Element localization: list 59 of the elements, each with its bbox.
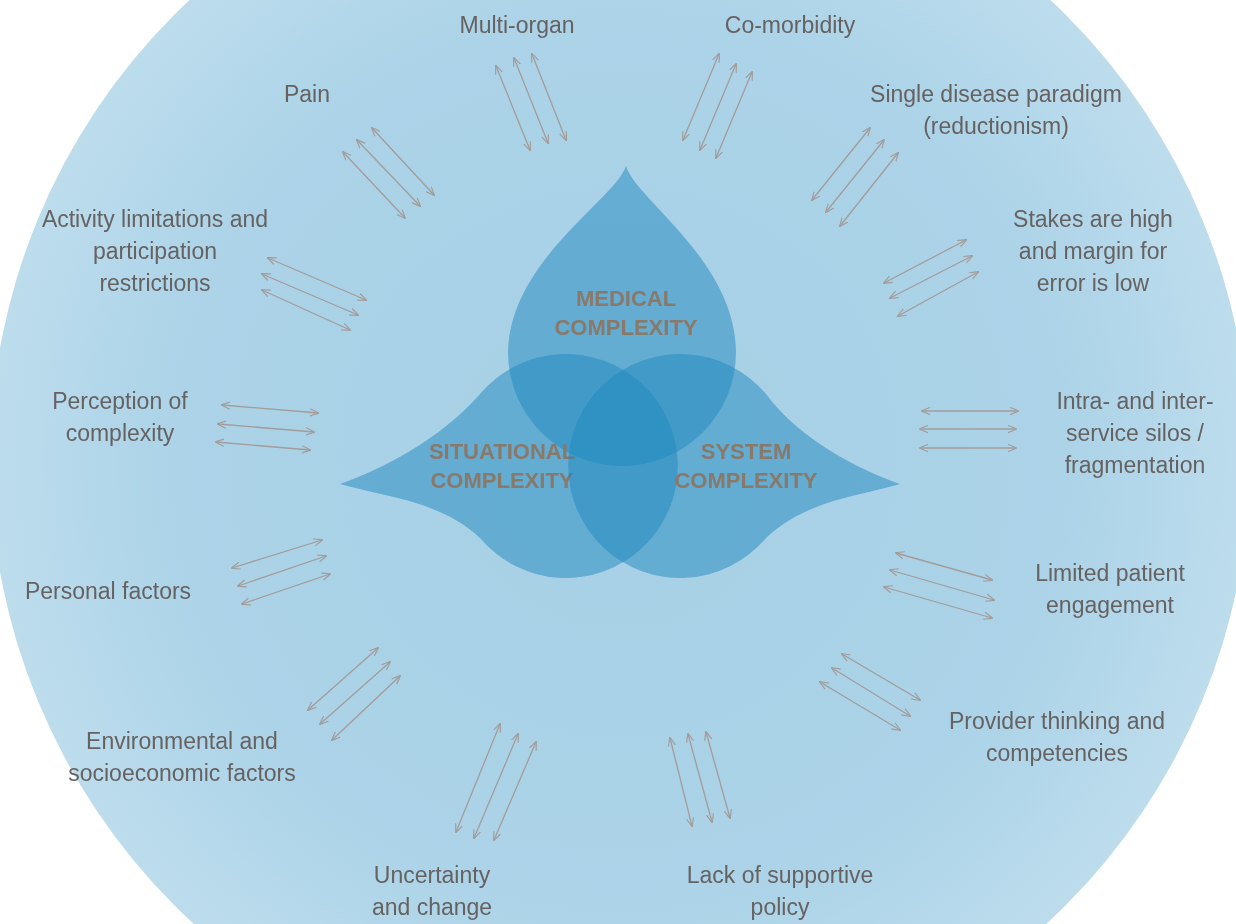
petal-label: SYSTEM COMPLEXITY <box>673 438 819 495</box>
double-headed-arrow <box>330 674 402 742</box>
double-headed-arrow <box>455 722 501 834</box>
double-headed-arrow <box>686 732 714 824</box>
double-headed-arrow <box>830 666 912 718</box>
double-headed-arrow <box>240 572 332 606</box>
double-headed-arrow <box>824 138 886 214</box>
double-headed-arrow <box>236 554 328 588</box>
double-headed-arrow <box>810 126 872 202</box>
double-headed-arrow <box>214 438 312 454</box>
double-headed-arrow <box>882 585 994 620</box>
double-headed-arrow <box>704 730 732 820</box>
double-headed-arrow <box>266 257 368 301</box>
factor-label: Provider thinking and competencies <box>947 707 1167 768</box>
double-headed-arrow <box>682 52 720 142</box>
double-headed-arrow <box>513 56 549 145</box>
double-headed-arrow <box>888 255 974 299</box>
factor-label: Uncertainty and change <box>370 861 494 922</box>
double-headed-arrow <box>838 151 900 228</box>
factor-label: Environmental and socioeconomic factors <box>67 727 297 788</box>
double-headed-arrow <box>699 62 737 152</box>
factor-label: Perception of complexity <box>51 387 189 448</box>
factor-label: Pain <box>283 80 330 109</box>
double-headed-arrow <box>888 568 996 602</box>
factor-label: Activity limitations and participation restrictions <box>40 205 270 298</box>
double-headed-arrow <box>918 424 1018 434</box>
factor-label: Limited patient engagement <box>1034 559 1186 620</box>
double-headed-arrow <box>920 406 1020 416</box>
double-headed-arrow <box>715 70 753 160</box>
double-headed-arrow <box>341 150 407 220</box>
double-headed-arrow <box>667 736 695 828</box>
factor-label: Multi-organ <box>459 11 575 40</box>
double-headed-arrow <box>473 732 519 840</box>
double-headed-arrow <box>318 660 392 726</box>
double-headed-arrow <box>220 401 320 417</box>
factor-label: Stakes are high and margin for error is low <box>1012 205 1174 298</box>
double-headed-arrow <box>493 740 537 842</box>
double-headed-arrow <box>216 420 316 436</box>
double-headed-arrow <box>370 126 436 197</box>
double-headed-arrow <box>818 680 902 732</box>
double-headed-arrow <box>230 538 324 570</box>
double-headed-arrow <box>260 289 352 331</box>
double-headed-arrow <box>918 443 1018 453</box>
factor-label: Single disease paradigm (reductionism) <box>869 80 1123 141</box>
double-headed-arrow <box>896 271 980 317</box>
double-headed-arrow <box>531 52 567 142</box>
factor-label: Co-morbidity <box>724 11 856 40</box>
double-headed-arrow <box>260 273 360 316</box>
double-headed-arrow <box>495 64 531 152</box>
factor-label: Personal factors <box>24 577 192 606</box>
petal-label: SITUATIONAL COMPLEXITY <box>427 438 577 495</box>
double-headed-arrow <box>894 551 994 582</box>
double-headed-arrow <box>882 239 968 284</box>
factor-label: Lack of supportive policy <box>685 861 875 922</box>
factor-label: Intra- and inter-service silos / fragmentation <box>1055 387 1215 480</box>
double-headed-arrow <box>840 652 922 702</box>
double-headed-arrow <box>355 138 422 208</box>
petal-label: MEDICAL COMPLEXITY <box>553 285 699 342</box>
double-headed-arrow <box>306 646 380 712</box>
